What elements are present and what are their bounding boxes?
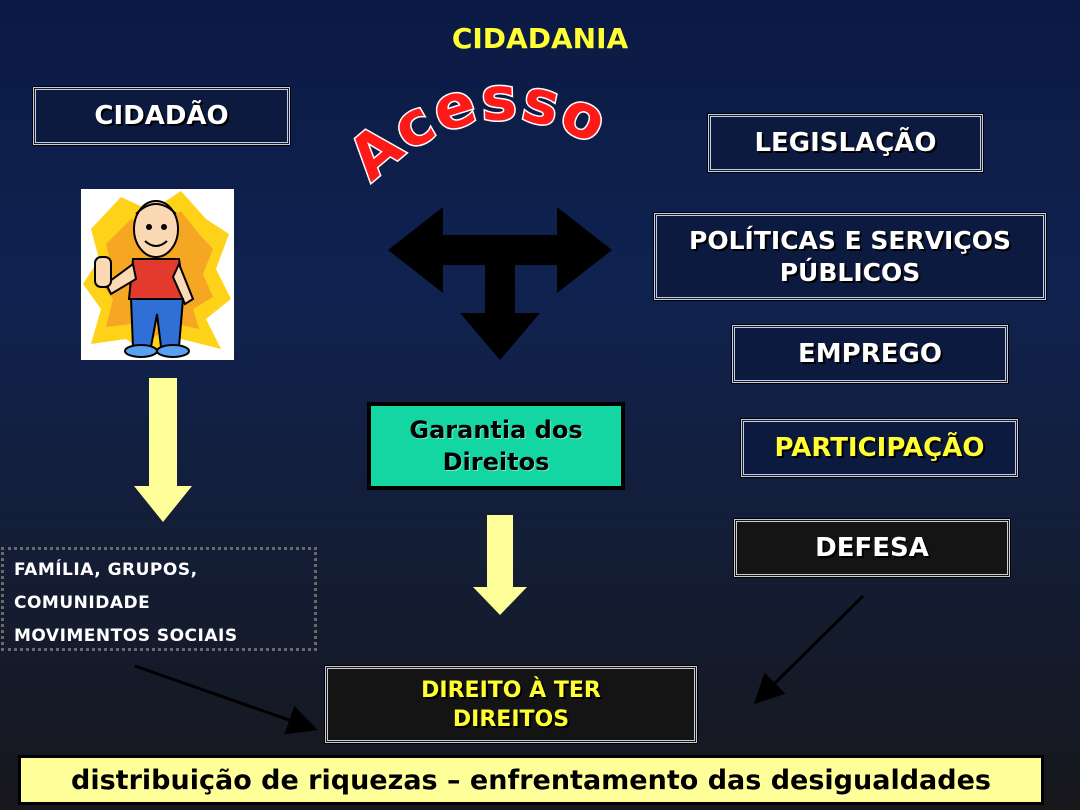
familia-line1: FAMÍLIA, GRUPOS, [14, 560, 198, 580]
participacao-label: PARTICIPAÇÃO [774, 433, 985, 463]
cidadao-label: CIDADÃO [94, 101, 229, 131]
familia-line3: MOVIMENTOS SOCIAIS [14, 626, 238, 646]
garantia-box: Garantia dos Direitos [367, 402, 625, 490]
legislacao-label: LEGISLAÇÃO [754, 128, 937, 158]
t-arrow-icon [388, 207, 612, 360]
emprego-box: EMPREGO [731, 324, 1009, 384]
bottom-banner: distribuição de riquezas – enfrentamento… [18, 755, 1044, 805]
legislacao-box: LEGISLAÇÃO [707, 113, 984, 173]
defesa-box: DEFESA [733, 518, 1011, 578]
direito-box: DIREITO À TER DIREITOS [324, 665, 698, 744]
bottom-banner-text: distribuição de riquezas – enfrentamento… [71, 764, 991, 796]
participacao-box: PARTICIPAÇÃO [740, 418, 1019, 478]
direito-label-line1: DIREITO À TER [421, 677, 601, 703]
politicas-label-line1: POLÍTICAS E SERVIÇOS [689, 225, 1011, 255]
arrow-familia-to-direito [134, 664, 318, 735]
thumbs-up-man-icon [83, 191, 231, 358]
garantia-label-line2: Direitos [442, 448, 550, 476]
down-arrow-center-icon [473, 515, 527, 615]
cidadao-box: CIDADÃO [32, 86, 291, 146]
arrow-defesa-to-direito [753, 594, 865, 705]
defesa-label: DEFESA [815, 533, 929, 563]
down-arrow-left-icon [134, 378, 192, 522]
politicas-label-line2: PÚBLICOS [779, 257, 921, 287]
page-title: CIDADANIA [451, 22, 629, 55]
politicas-box: POLÍTICAS E SERVIÇOS PÚBLICOS [653, 212, 1047, 301]
familia-line2: COMUNIDADE [14, 593, 151, 613]
emprego-label: EMPREGO [798, 339, 942, 369]
garantia-label-line1: Garantia dos [409, 416, 583, 444]
acesso-wordart: Acesso [340, 70, 618, 196]
citizen-illustration [81, 189, 234, 360]
direito-label-line2: DIREITOS [452, 706, 570, 732]
familia-box: FAMÍLIA, GRUPOS, COMUNIDADE MOVIMENTOS S… [1, 547, 317, 651]
